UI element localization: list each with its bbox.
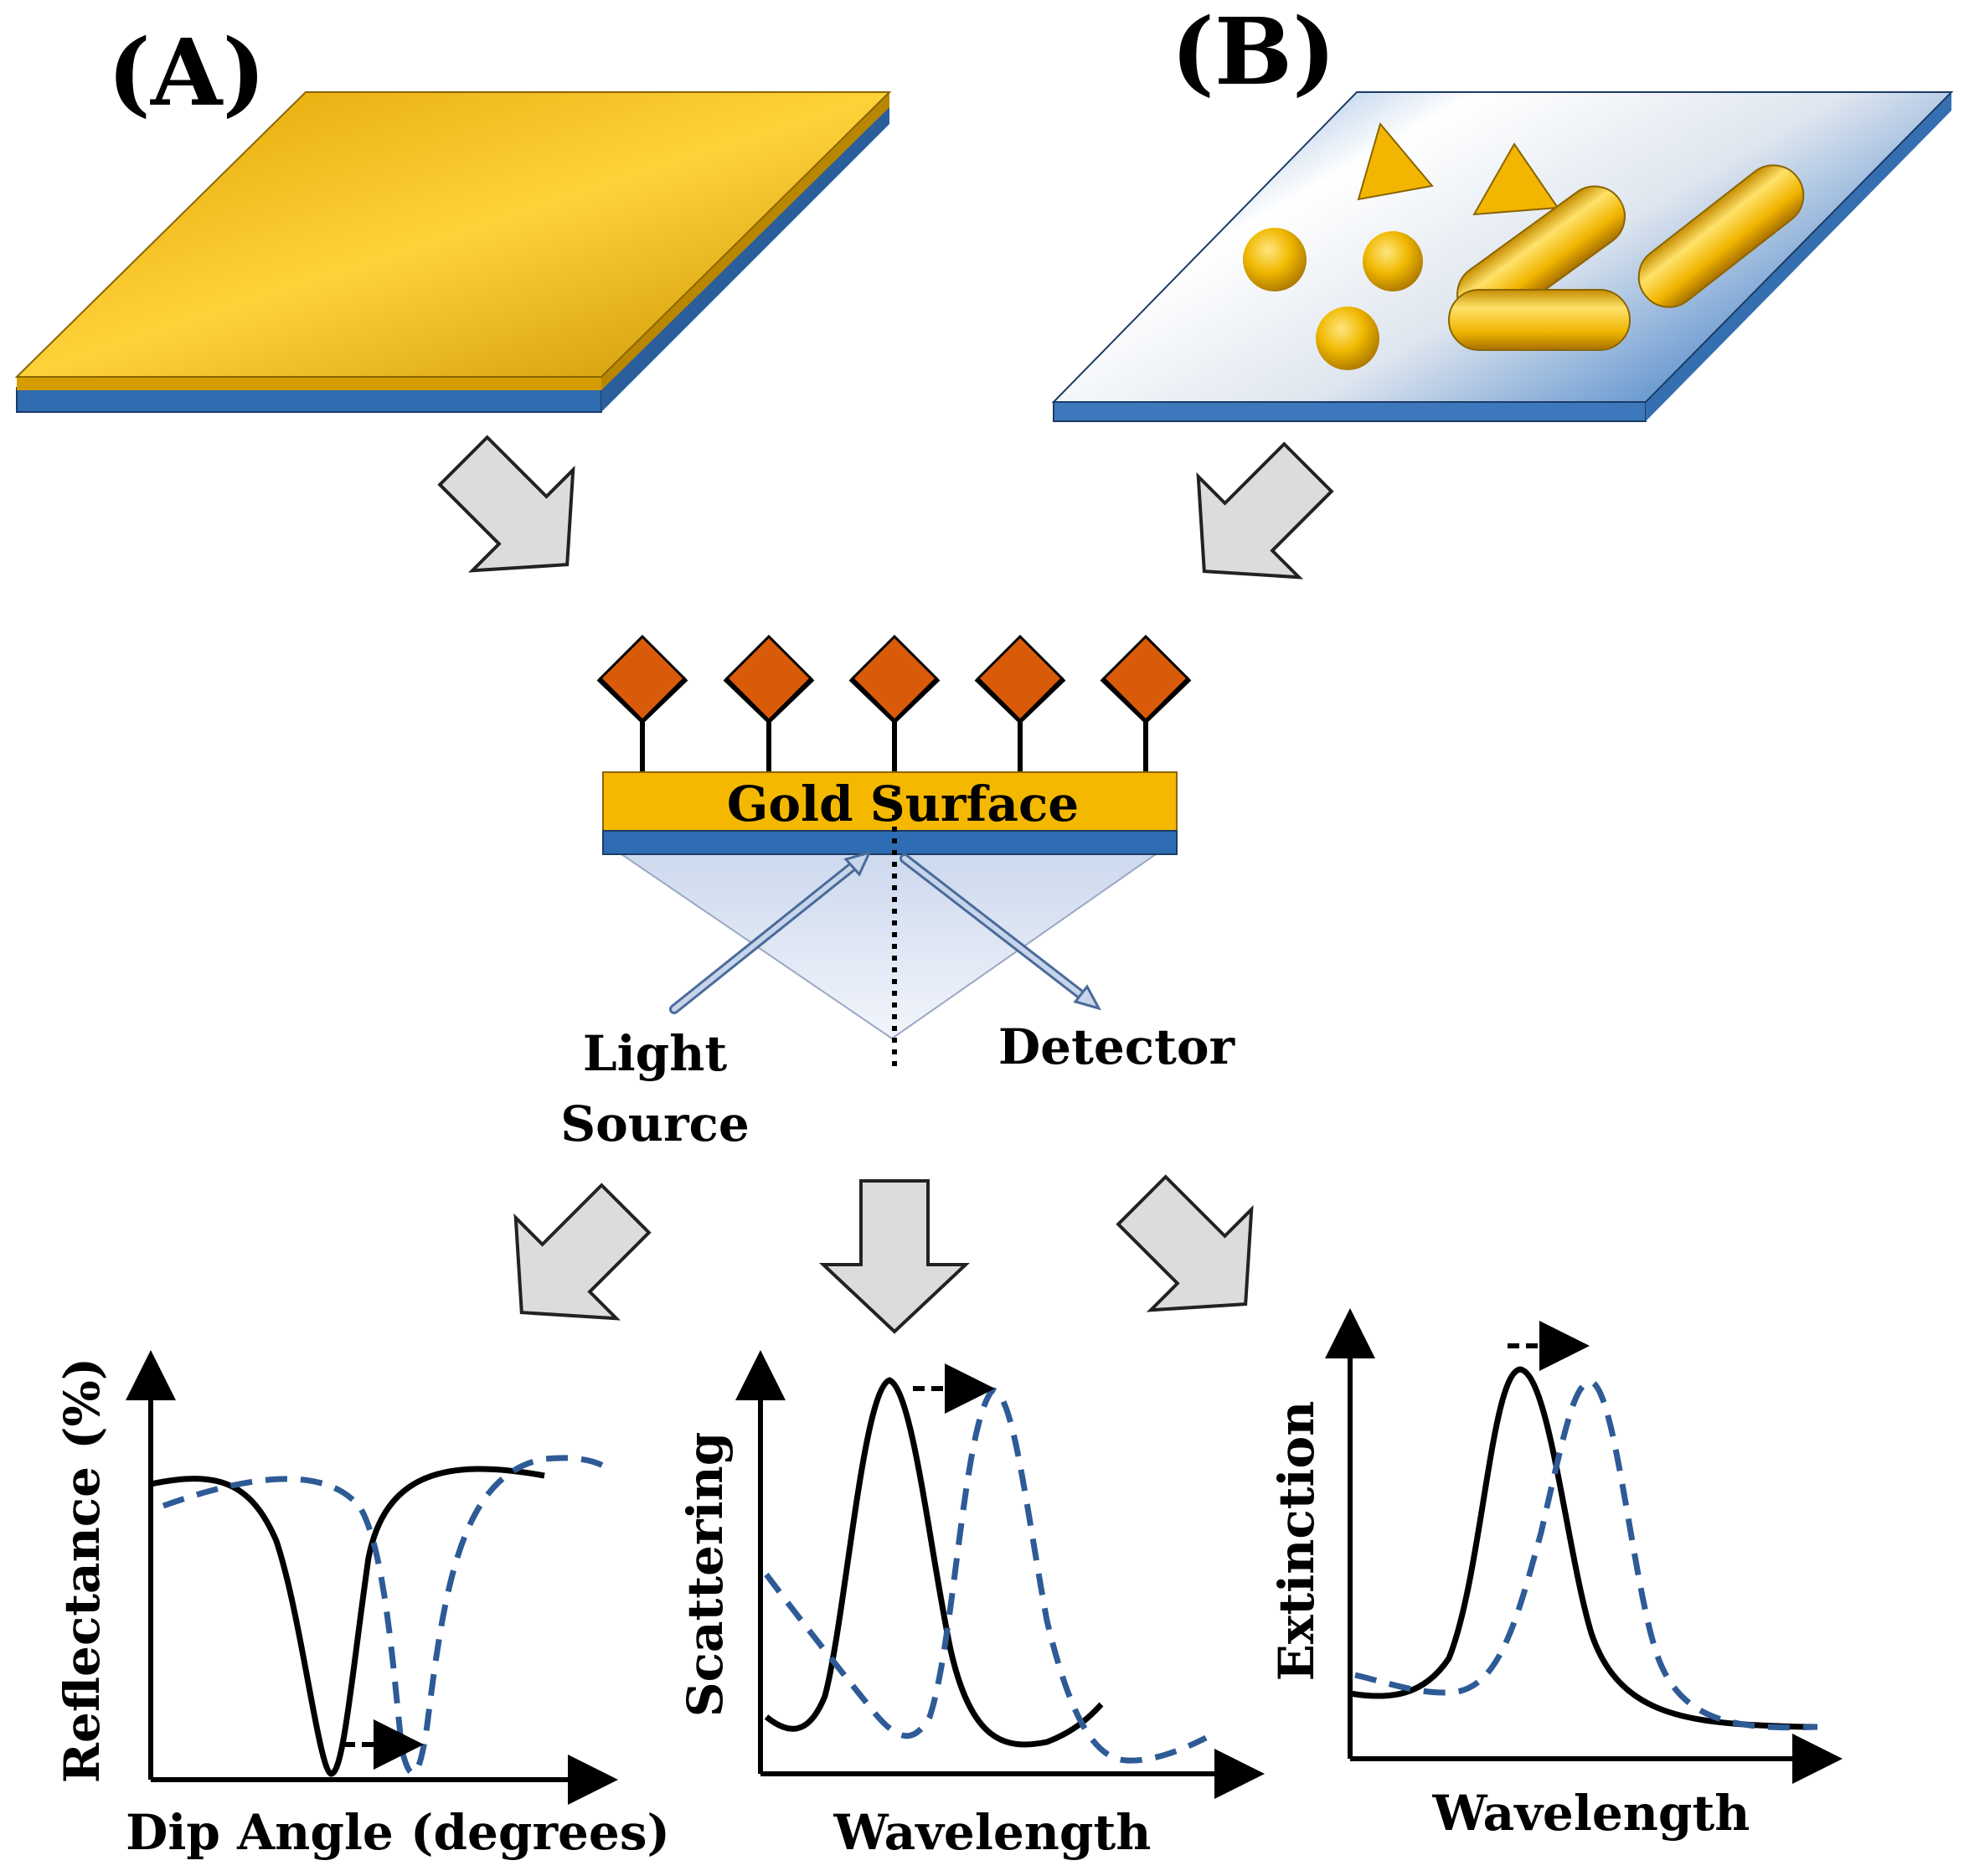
- nanosphere: [1316, 307, 1379, 370]
- probe-molecule: [596, 634, 688, 772]
- prism: [618, 853, 1159, 1040]
- block-arrow-to-extinction: [1116, 1174, 1254, 1312]
- scattering-curve-after: [764, 1387, 1208, 1764]
- light-source-label-line1: Light: [583, 1025, 728, 1082]
- light-source-label-line2: Source: [560, 1095, 750, 1152]
- detector-label: Detector: [998, 1018, 1236, 1075]
- reflectance-x-label: Dip Angle (degrees): [126, 1804, 670, 1861]
- extinction-curve-after: [1354, 1379, 1818, 1731]
- probe-molecule: [1100, 634, 1192, 772]
- panel-b-label: (B): [1171, 0, 1336, 106]
- probe-molecules: [596, 634, 1192, 772]
- reflectance-curve-after: [162, 1455, 605, 1776]
- reflectance-curve-before: [150, 1466, 545, 1777]
- nanosphere: [1243, 228, 1307, 291]
- block-arrow-a-to-sensor: [437, 435, 575, 573]
- probe-molecule: [723, 634, 815, 772]
- gold-surface-layer: Gold Surface: [602, 771, 1178, 855]
- nanoparticle-substrate: [1051, 91, 1954, 422]
- nanorod: [1637, 164, 1805, 308]
- nanorod: [1448, 289, 1631, 351]
- block-arrow-to-reflectance: [513, 1183, 652, 1321]
- nanotriangle: [1357, 121, 1434, 201]
- scattering-y-label: Scattering: [677, 1432, 734, 1718]
- block-arrow-b-to-sensor: [1196, 441, 1334, 580]
- scattering-graph: Scattering Wavelength: [677, 1350, 1265, 1861]
- panel-a-label: (A): [107, 18, 265, 126]
- incident-light-ray: [669, 850, 872, 1014]
- probe-molecule: [848, 634, 941, 772]
- gold-surface-label: Gold Surface: [727, 776, 1079, 832]
- probe-molecule: [974, 634, 1066, 772]
- block-arrow-to-scattering: [818, 1179, 971, 1334]
- reflectance-graph: Reflectance (%) Dip Angle (degrees): [54, 1350, 670, 1861]
- nanosphere: [1363, 231, 1423, 291]
- extinction-curve-before: [1349, 1366, 1818, 1730]
- reflected-light-ray: [900, 853, 1102, 1011]
- scattering-x-label: Wavelength: [833, 1804, 1152, 1861]
- reflectance-y-label: Reflectance (%): [54, 1358, 111, 1783]
- gold-film-plate: [14, 91, 892, 413]
- extinction-x-label: Wavelength: [1432, 1785, 1750, 1842]
- nanotriangle: [1472, 142, 1559, 216]
- extinction-graph: Extinction Wavelength: [1268, 1308, 1843, 1842]
- extinction-y-label: Extinction: [1268, 1401, 1325, 1682]
- scattering-curve-before: [764, 1377, 1104, 1748]
